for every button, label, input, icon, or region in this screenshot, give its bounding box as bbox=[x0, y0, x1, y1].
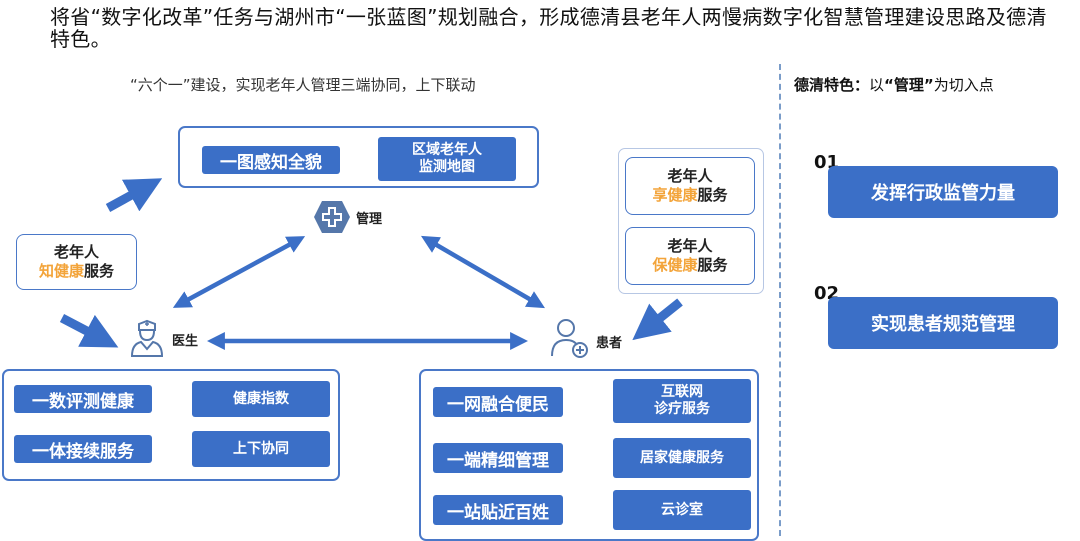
doctor-label: 医生 bbox=[172, 334, 199, 349]
management-label: 管理 bbox=[356, 212, 383, 227]
patient-frame: 一网融合便民 互联网 诊疗服务 一端精细管理 居家健康服务 一站贴近百姓 云诊室 bbox=[419, 369, 759, 541]
management-pill-overview: 一图感知全貌 bbox=[202, 146, 340, 174]
doctor-pill-assess: 一数评测健康 bbox=[14, 385, 152, 413]
arrow-into-patient bbox=[632, 298, 683, 341]
elder-protect-line1: 老年人 bbox=[667, 237, 713, 255]
elder-enjoy-line1: 老年人 bbox=[667, 167, 713, 185]
elder-know-accent: 知健康 bbox=[38, 262, 84, 280]
section-divider bbox=[779, 64, 781, 536]
doctor-pill-index: 健康指数 bbox=[192, 381, 330, 417]
feature-heading-bold: 德清特色： bbox=[794, 76, 870, 94]
elder-protect-health-box: 老年人 保健康服务 bbox=[625, 227, 755, 285]
patient-pill-fine-management: 一端精细管理 bbox=[433, 443, 563, 473]
management-frame: 一图感知全貌 区域老年人 监测地图 bbox=[178, 126, 539, 188]
hospital-cross-icon bbox=[314, 201, 350, 233]
elder-enjoy-line2: 享健康服务 bbox=[626, 186, 754, 205]
elder-enjoy-health-box: 老年人 享健康服务 bbox=[625, 157, 755, 215]
doctor-pill-coordination: 上下协同 bbox=[192, 431, 330, 467]
elder-know-line1: 老年人 bbox=[53, 243, 99, 261]
elder-services-frame: 老年人 享健康服务 老年人 保健康服务 bbox=[618, 148, 764, 294]
elder-protect-tail: 服务 bbox=[697, 256, 728, 274]
patient-pill-network: 一网融合便民 bbox=[433, 387, 563, 417]
elder-know-health-box: 老年人 知健康服务 bbox=[16, 234, 137, 290]
page-title: 将省“数字化改革”任务与湖州市“一张蓝图”规划融合，形成德清县老年人两慢病数字化… bbox=[50, 5, 1047, 51]
elder-protect-accent: 保健康 bbox=[652, 256, 698, 274]
feature-heading: 德清特色：以“管理”为切入点 bbox=[794, 74, 994, 95]
feature-heading-quoted: “管理” bbox=[884, 76, 934, 94]
feature-1-pill: 发挥行政监管力量 bbox=[828, 166, 1058, 218]
arrow-doctor-management bbox=[172, 236, 306, 308]
patient-pill-one-stop: 一站贴近百姓 bbox=[433, 495, 563, 525]
doctor-icon bbox=[130, 319, 164, 357]
arrow-management-patient bbox=[420, 235, 546, 309]
elder-enjoy-accent: 享健康 bbox=[652, 186, 698, 204]
patient-pill-home-health: 居家健康服务 bbox=[613, 438, 751, 478]
elder-enjoy-tail: 服务 bbox=[697, 186, 728, 204]
diagram-subtitle: “六个一”建设，实现老年人管理三端协同，上下联动 bbox=[130, 76, 476, 94]
management-pill-map: 区域老年人 监测地图 bbox=[378, 137, 516, 181]
doctor-frame: 一数评测健康 健康指数 一体接续服务 上下协同 bbox=[2, 369, 340, 481]
arrow-into-management bbox=[105, 178, 163, 212]
arrow-into-doctor bbox=[59, 314, 119, 348]
patient-label: 患者 bbox=[596, 336, 623, 351]
elder-protect-line2: 保健康服务 bbox=[626, 256, 754, 275]
patient-pill-cloud-clinic: 云诊室 bbox=[613, 490, 751, 530]
elder-know-tail: 服务 bbox=[84, 262, 115, 280]
patient-pill-internet-clinic: 互联网 诊疗服务 bbox=[613, 379, 751, 423]
doctor-pill-continuity: 一体接续服务 bbox=[14, 435, 152, 463]
feature-heading-suffix: 为切入点 bbox=[933, 76, 994, 94]
feature-2-pill: 实现患者规范管理 bbox=[828, 297, 1058, 349]
patient-icon bbox=[551, 319, 588, 358]
feature-heading-prefix: 以 bbox=[869, 76, 885, 94]
elder-know-line2: 知健康服务 bbox=[17, 262, 136, 281]
